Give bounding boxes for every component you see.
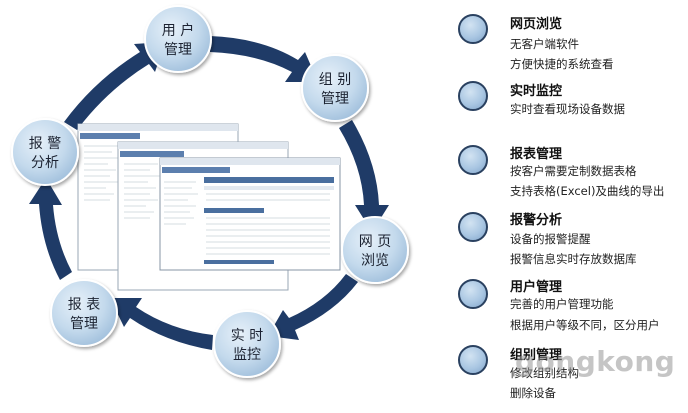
bullet-icon — [458, 145, 488, 175]
feature-line: 设备的报警提醒 — [510, 232, 591, 246]
feature-line: 方便快捷的系统查看 — [510, 57, 614, 71]
feature-title: 报警分析 — [510, 213, 563, 228]
cycle-node-report: 报 表 管理 — [50, 279, 118, 347]
feature-line: 按客户需要定制数据表格 — [510, 164, 637, 178]
node-label-line2: 管理 — [70, 316, 98, 332]
arrow-realtime-to-report — [110, 298, 213, 350]
cycle-node-user: 用 户 管理 — [144, 5, 212, 73]
feature-title: 用户管理 — [510, 280, 563, 295]
feature-title: 报表管理 — [510, 147, 563, 162]
bullet-icon — [458, 14, 488, 44]
bullet-icon — [458, 81, 488, 111]
arrow-alarm-to-user — [64, 42, 165, 130]
feature-line: 报警信息实时存放数据库 — [510, 252, 637, 266]
bullet-icon — [458, 345, 488, 375]
node-label-line2: 管理 — [164, 42, 192, 58]
arrow-group-to-web — [339, 120, 389, 232]
feature-line: 根据用户等级不同，区分用户 — [510, 318, 660, 332]
bullet-icon — [458, 279, 488, 309]
node-label-line2: 分析 — [31, 155, 59, 171]
node-label-line1: 网 页 — [359, 234, 391, 250]
node-label-line1: 报 表 — [68, 297, 100, 313]
cycle-node-group: 组 别 管理 — [301, 54, 369, 122]
arrow-user-to-group — [210, 36, 318, 82]
feature-line: 完善的用户管理功能 — [510, 297, 614, 311]
arrow-web-to-realtime — [268, 274, 358, 340]
feature-line: 删除设备 — [510, 386, 556, 400]
screenshot-window-front — [159, 157, 341, 271]
feature-title: 网页浏览 — [510, 17, 563, 32]
cycle-node-alarm: 报 警 分析 — [11, 118, 79, 186]
arrow-report-to-alarm — [29, 178, 72, 280]
node-label-line2: 浏览 — [361, 253, 389, 269]
feature-title: 实时监控 — [510, 84, 563, 99]
node-label-line1: 用 户 — [162, 22, 194, 39]
node-label-line1: 实 时 — [231, 328, 263, 344]
feature-line: 支持表格(Excel)及曲线的导出 — [510, 184, 665, 198]
feature-line: 修改组别结构 — [510, 366, 579, 380]
cycle-arrows — [29, 36, 389, 350]
node-label-line1: 报 警 — [29, 136, 61, 152]
watermark: gongkong — [515, 345, 676, 378]
feature-line: 实时查看现场设备数据 — [510, 102, 625, 116]
bullet-icon — [458, 212, 488, 242]
cycle-node-web: 网 页 浏览 — [341, 216, 409, 284]
node-label-line2: 管理 — [321, 91, 349, 107]
cycle-node-realtime: 实 时 监控 — [213, 310, 281, 378]
screenshot-stack — [77, 123, 341, 291]
feature-title: 组别管理 — [510, 348, 563, 363]
node-label-line2: 监控 — [233, 347, 261, 363]
node-label-line1: 组 别 — [319, 72, 351, 88]
feature-line: 无客户端软件 — [510, 37, 579, 51]
